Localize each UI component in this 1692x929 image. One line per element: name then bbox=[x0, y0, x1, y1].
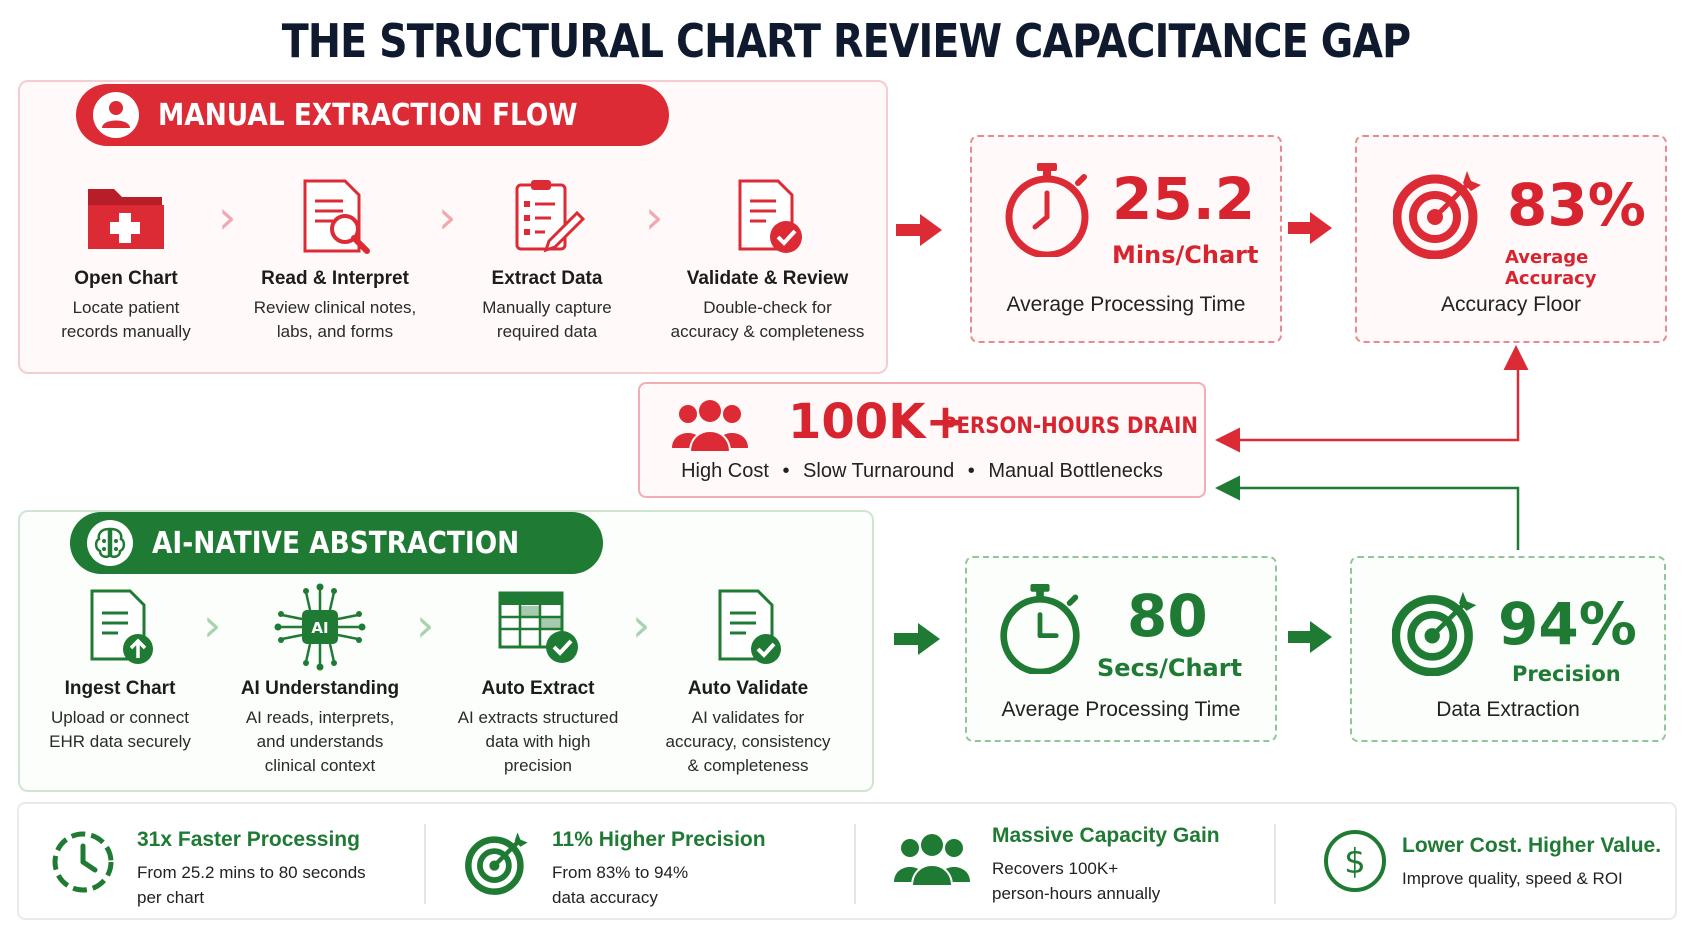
ai-time-label: Average Processing Time bbox=[1001, 698, 1241, 721]
target-icon bbox=[464, 828, 532, 901]
benefit-capacity-gain: Massive Capacity Gain Recovers 100K+pers… bbox=[854, 804, 1274, 922]
spreadsheet-check-icon bbox=[433, 582, 643, 672]
chevron-right-icon: › bbox=[416, 598, 435, 652]
ai-flow-heading: AI-NATIVE ABSTRACTION bbox=[70, 512, 604, 574]
clipboard-pencil-icon bbox=[447, 172, 647, 262]
arrow-right-icon bbox=[894, 623, 940, 655]
manual-time-card: 25.2 Mins/Chart Average Processing Time bbox=[970, 135, 1282, 343]
connector-line bbox=[1215, 475, 1520, 550]
chevron-right-icon: › bbox=[218, 190, 237, 244]
ai-precision-unit: Precision bbox=[1512, 662, 1621, 686]
chevron-right-icon: › bbox=[203, 598, 222, 652]
chevron-right-icon: › bbox=[645, 190, 664, 244]
divider bbox=[1274, 824, 1276, 904]
manual-flow-heading: MANUAL EXTRACTION FLOW bbox=[76, 84, 669, 146]
ai-chip-icon: AI bbox=[220, 582, 420, 672]
manual-time-unit: Mins/Chart bbox=[1112, 241, 1259, 269]
brain-icon bbox=[86, 519, 134, 567]
chevron-right-icon: › bbox=[632, 598, 651, 652]
people-icon bbox=[672, 400, 748, 459]
divider bbox=[854, 824, 856, 904]
ai-time-unit: Secs/Chart bbox=[1097, 654, 1243, 682]
manual-time-label: Average Processing Time bbox=[1006, 293, 1246, 316]
svg-text:$: $ bbox=[1344, 842, 1366, 882]
ai-time-value: 80 bbox=[1127, 582, 1208, 650]
ai-precision-card: 94% Precision Data Extraction bbox=[1350, 556, 1666, 742]
document-check-icon bbox=[660, 172, 875, 262]
clock-icon bbox=[49, 828, 117, 901]
arrow-right-icon bbox=[1288, 212, 1332, 244]
manual-accuracy-card: 83% Average Accuracy Accuracy Floor bbox=[1355, 135, 1667, 343]
arrow-right-icon bbox=[896, 214, 942, 246]
manual-accuracy-label: Accuracy Floor bbox=[1440, 293, 1582, 316]
manual-accuracy-value: 83% bbox=[1507, 171, 1646, 239]
dollar-icon: $ bbox=[1322, 828, 1388, 899]
manual-step-read-interpret: Read & Interpret Review clinical notes,l… bbox=[235, 172, 435, 344]
stopwatch-icon bbox=[1002, 161, 1092, 262]
document-upload-icon bbox=[20, 582, 220, 672]
ai-time-card: 80 Secs/Chart Average Processing Time bbox=[965, 556, 1277, 742]
manual-accuracy-unit: Average Accuracy bbox=[1505, 247, 1597, 289]
arrow-right-icon bbox=[1288, 621, 1332, 653]
connector-line bbox=[1215, 364, 1520, 453]
document-search-icon bbox=[235, 172, 435, 262]
benefit-faster-processing: 31x Faster Processing From 25.2 mins to … bbox=[19, 804, 424, 922]
target-icon bbox=[1392, 165, 1487, 264]
divider bbox=[424, 824, 426, 904]
target-icon bbox=[1391, 586, 1482, 681]
svg-text:AI: AI bbox=[311, 619, 328, 637]
ai-precision-value: 94% bbox=[1498, 590, 1637, 658]
ai-precision-label: Data Extraction bbox=[1436, 698, 1580, 721]
person-hours-drain-card: 100K+ PERSON-HOURS DRAIN High Cost • Slo… bbox=[638, 382, 1206, 498]
manual-time-value: 25.2 bbox=[1112, 165, 1256, 233]
benefit-higher-precision: 11% Higher Precision From 83% to 94%data… bbox=[424, 804, 854, 922]
benefits-bar: 31x Faster Processing From 25.2 mins to … bbox=[17, 802, 1677, 920]
drain-value: 100K+ bbox=[788, 394, 966, 450]
drain-label: PERSON-HOURS DRAIN bbox=[942, 414, 1198, 439]
ai-step-ai-understanding: AI AI Understanding AI reads, interprets… bbox=[220, 582, 420, 778]
drain-items: High Cost • Slow Turnaround • Manual Bot… bbox=[681, 460, 1163, 482]
user-icon bbox=[92, 91, 140, 139]
chevron-right-icon: › bbox=[438, 190, 457, 244]
benefit-lower-cost: $ Lower Cost. Higher Value. Improve qual… bbox=[1274, 804, 1674, 922]
stopwatch-icon bbox=[997, 582, 1083, 679]
page-title: THE STRUCTURAL CHART REVIEW CAPACITANCE … bbox=[281, 14, 1411, 68]
people-icon bbox=[894, 834, 970, 893]
document-check-icon bbox=[648, 582, 848, 672]
medical-folder-icon bbox=[26, 172, 226, 262]
